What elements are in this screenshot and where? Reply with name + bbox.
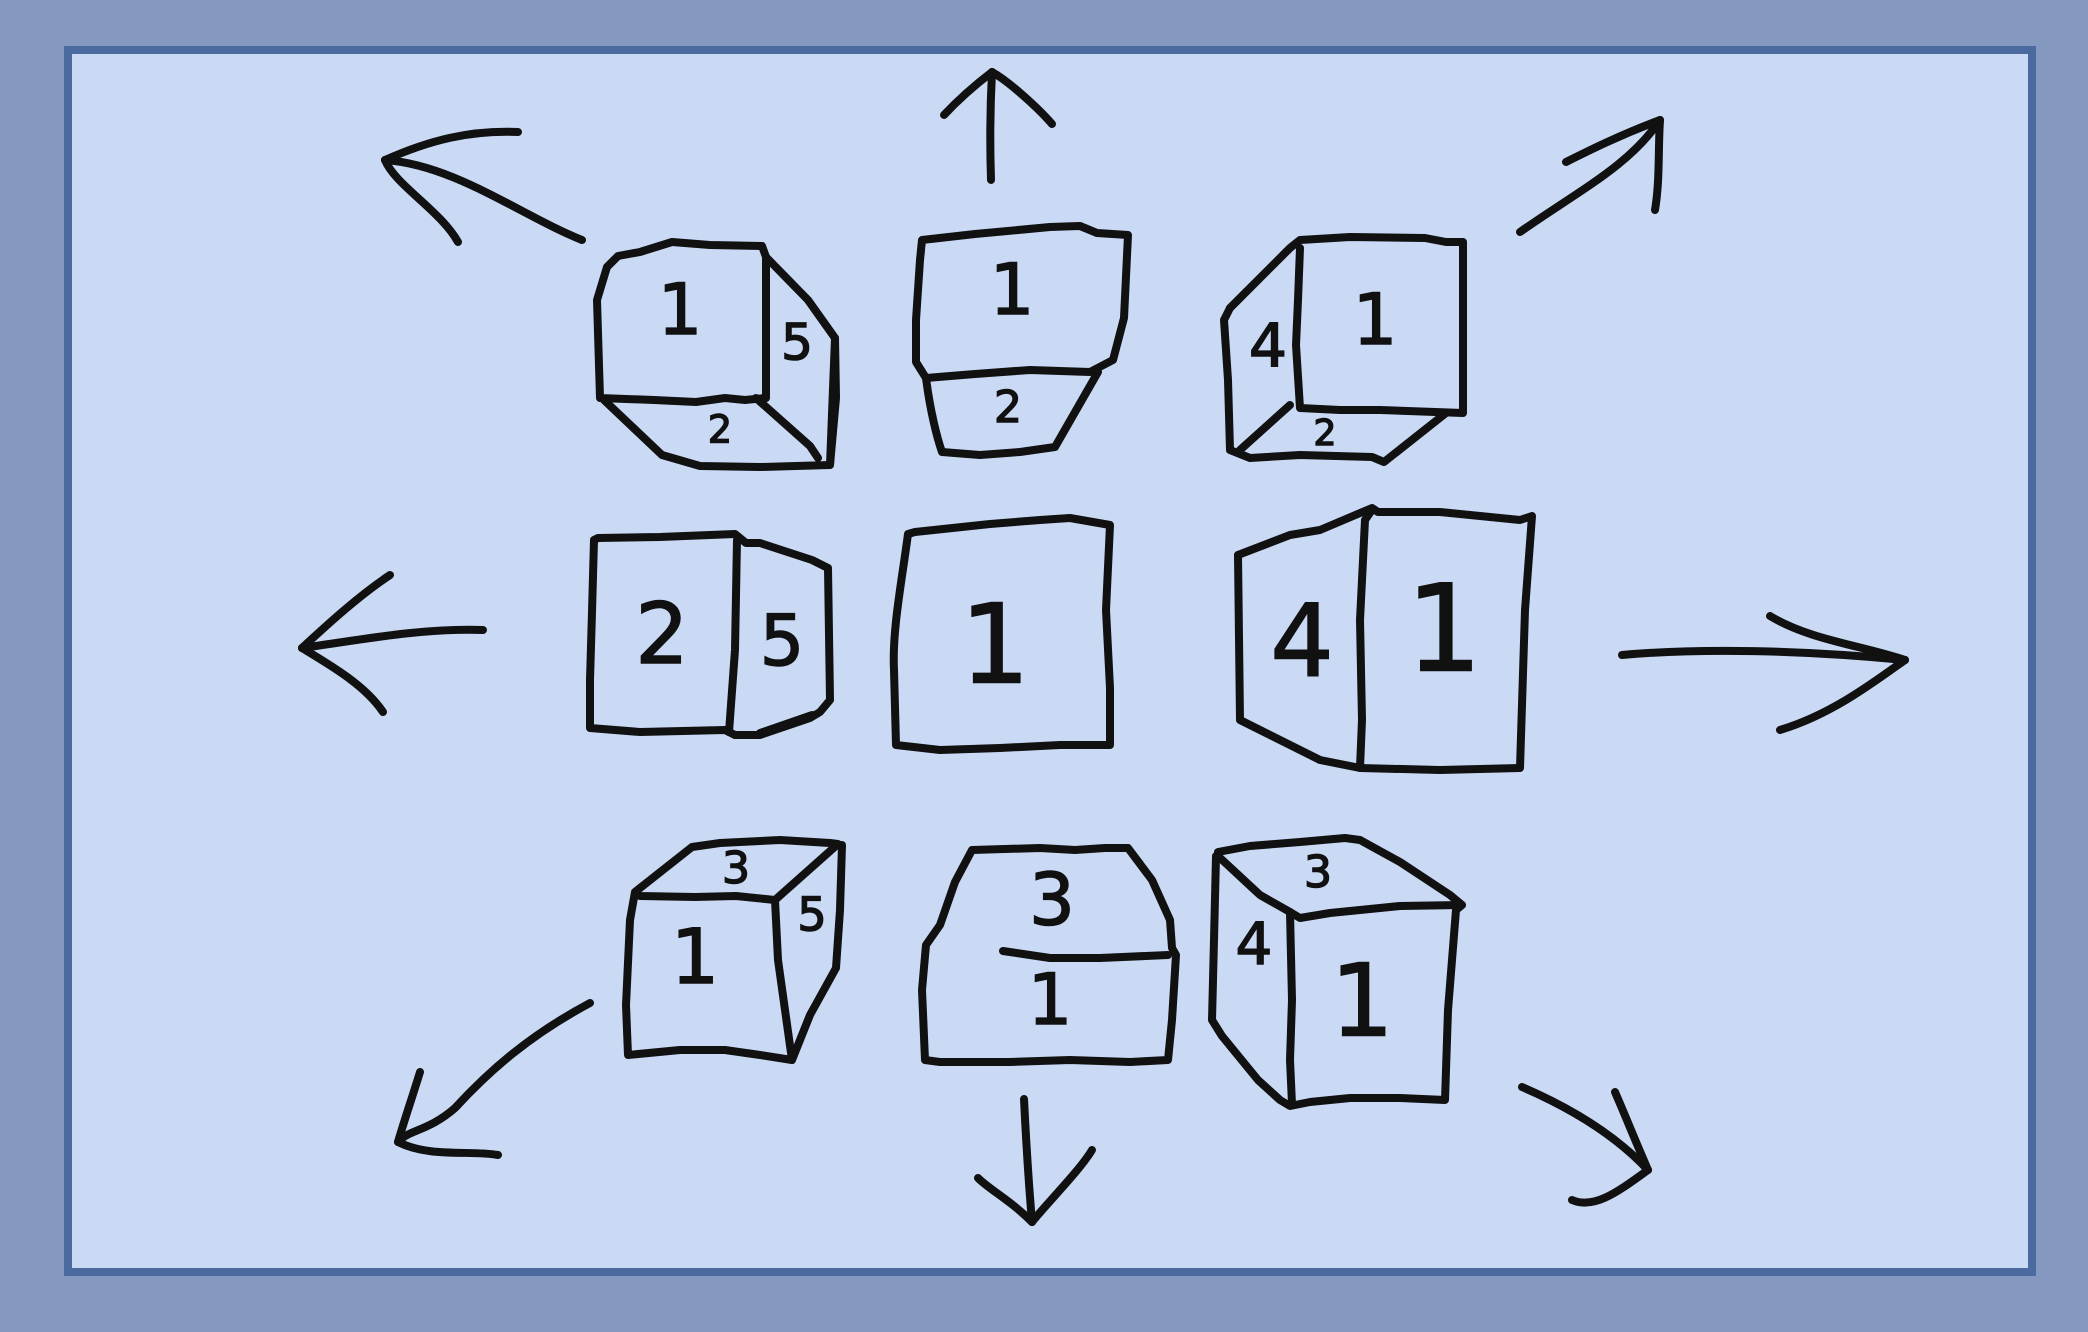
cube-up-left-front-label: 1 (658, 269, 703, 351)
cube-down-front-label: 1 (1028, 959, 1073, 1041)
cube-down-right (1208, 834, 1466, 1110)
cube-down-left (622, 836, 846, 1064)
cube-left (586, 530, 834, 739)
cube-up-bottom-label: 2 (994, 382, 1022, 433)
cube-up-left-right-label: 5 (781, 314, 813, 372)
cube-center (889, 514, 1114, 754)
cube-down-left-right-label: 5 (797, 888, 826, 942)
cube-up-right-left-label: 4 (1249, 312, 1287, 382)
cube-down-left-top-label: 3 (722, 843, 750, 894)
cube-down-right-top-label: 3 (1304, 847, 1332, 898)
cube-up-right-front-label: 1 (1353, 279, 1398, 361)
arrow-up-right (1516, 116, 1664, 236)
cube-up-right (1220, 233, 1467, 466)
cube-down-left-front-label: 1 (671, 912, 719, 1001)
cube-down (918, 844, 1180, 1066)
arrow-down (974, 1095, 1096, 1226)
cube-right-left-label: 4 (1270, 582, 1334, 699)
cube-right-front-label: 1 (1406, 561, 1482, 700)
cube-up-left (593, 238, 840, 471)
cube-left-front-label: 2 (635, 585, 688, 683)
arrow-left (298, 571, 487, 716)
cube-down-top-label: 3 (1029, 858, 1075, 942)
cube-up-left-bottom-label: 2 (708, 408, 732, 452)
cube-center-front-label: 1 (960, 580, 1030, 708)
arrow-down-left (394, 999, 594, 1159)
arrow-right (1618, 612, 1909, 734)
arrow-down-right (1518, 1083, 1652, 1207)
cube-right (1234, 504, 1536, 774)
cube-left-right-label: 5 (760, 600, 805, 682)
cube-down-right-front-label: 1 (1330, 942, 1394, 1059)
cube-up (912, 222, 1132, 459)
arrow-up (940, 68, 1056, 184)
cube-down-right-left-label: 4 (1236, 910, 1273, 978)
diagram-panel (64, 46, 2036, 1276)
cube-up-front-label: 1 (990, 249, 1035, 331)
arrow-up-left (381, 127, 586, 246)
cube-up-right-bottom-label: 2 (1314, 413, 1337, 454)
